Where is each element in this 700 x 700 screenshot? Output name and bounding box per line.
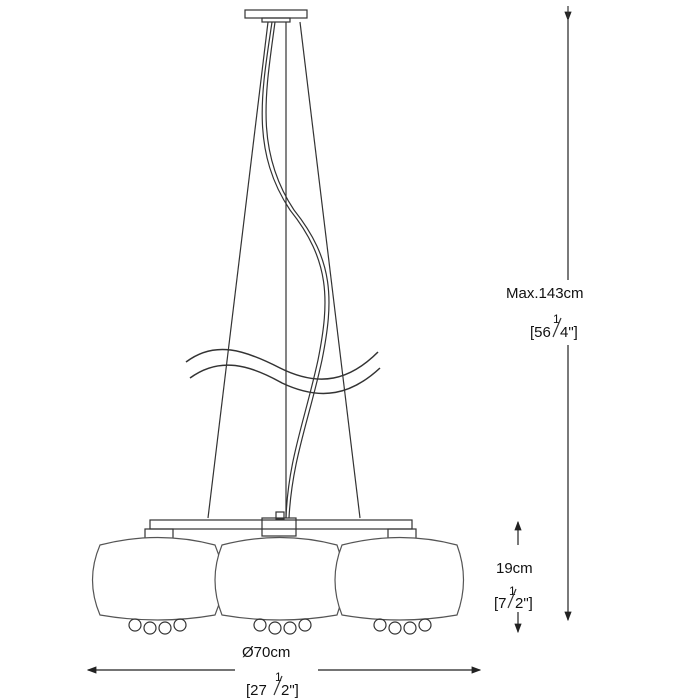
length-break-symbol [185, 348, 381, 395]
height-imperial-den: 4"] [560, 324, 578, 341]
shade-height-metric: 19cm [496, 560, 533, 577]
shade-height-imperial-whole: [7 [494, 595, 507, 612]
glass-shades [91, 536, 465, 635]
diameter-metric: Ø70cm [242, 644, 290, 661]
diameter-imperial-den: 2"] [281, 682, 299, 699]
height-imperial-num: 1 [553, 312, 560, 326]
height-metric: Max.143cm [506, 285, 584, 302]
shade-right [334, 536, 465, 635]
shade-height-imperial-den: 2"] [515, 595, 533, 612]
height-dimension: Max.143cm [56 1 4"] [506, 6, 584, 622]
suspension-wires [207, 21, 361, 519]
diameter-imperial-num: 1 [275, 670, 282, 684]
shade-center [214, 536, 345, 635]
ceiling-canopy [244, 9, 308, 23]
height-imperial-whole: [56 [530, 324, 551, 341]
shade-left [91, 536, 224, 635]
shade-height-imperial-num: 1 [509, 584, 516, 598]
diameter-dimension: Ø70cm [27 1 2"] [86, 644, 482, 699]
power-cable [261, 21, 326, 519]
shade-height-dimension: 19cm [7 1 2"] [494, 520, 533, 634]
arm-bar [144, 511, 417, 542]
diameter-imperial-whole: [27 [246, 682, 267, 699]
